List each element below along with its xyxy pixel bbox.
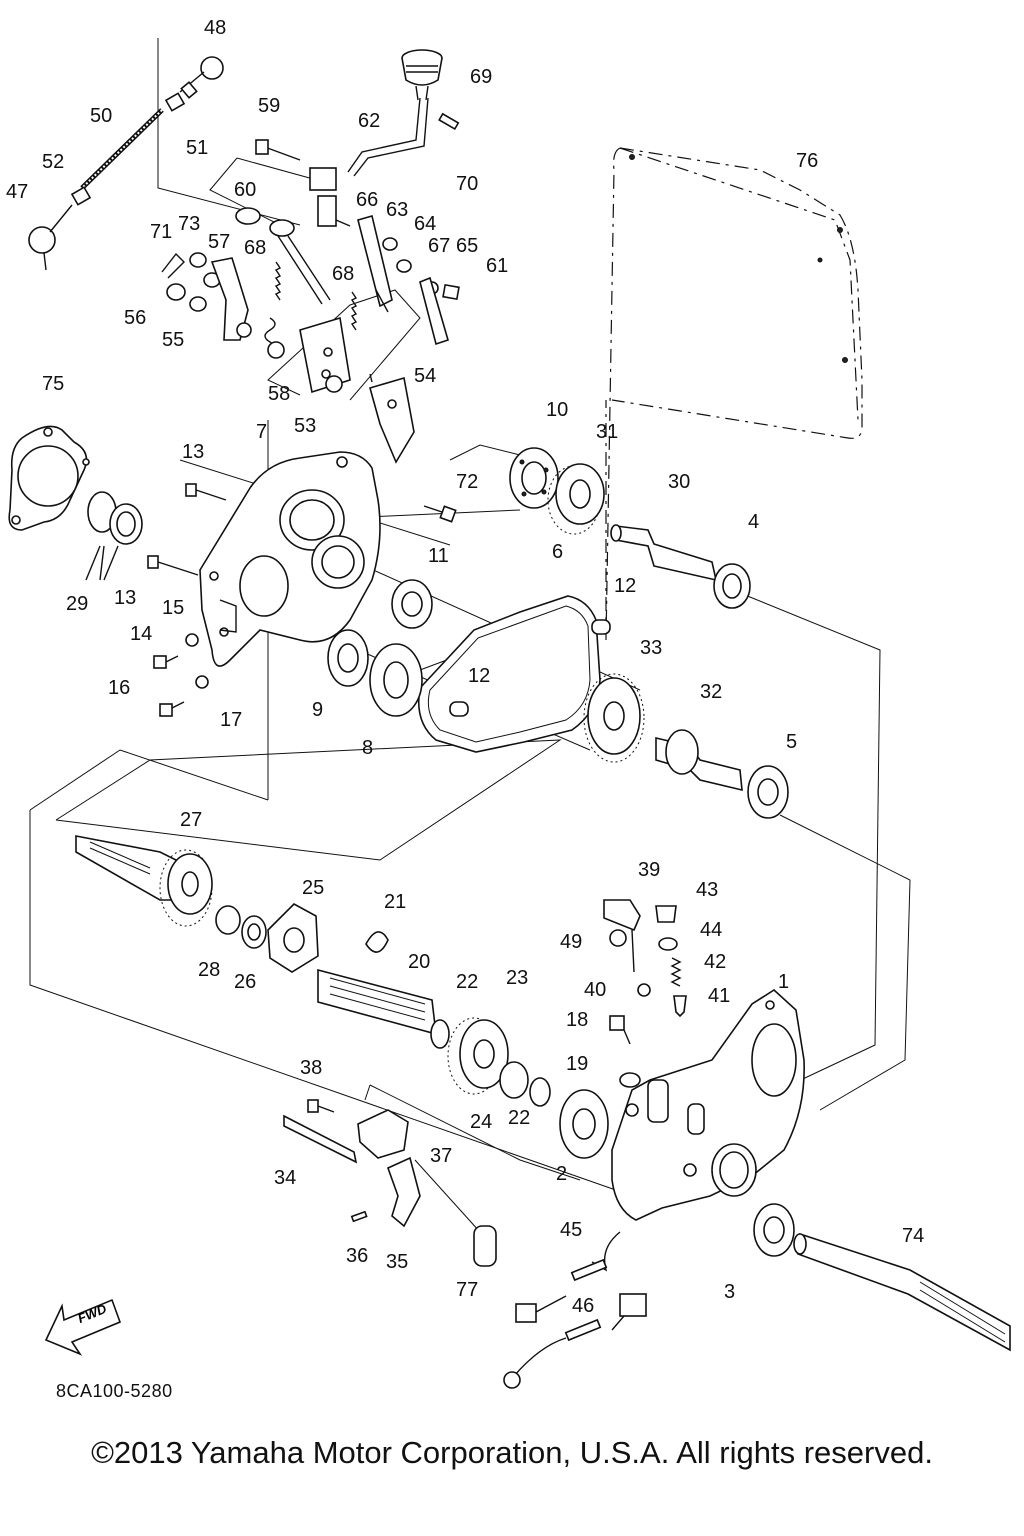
callout-label: 25	[302, 877, 324, 899]
upper-shaft-parts	[327, 447, 789, 819]
callout-label: 40	[584, 979, 606, 1001]
callout-label: 38	[300, 1057, 322, 1079]
callout-label: 65	[456, 235, 478, 257]
callout-numbers: 48 69 50 59 62 51 52 70 76 47 60 66 63 6…	[6, 17, 924, 1317]
callout-label: 36	[346, 1245, 368, 1267]
callout-label: 53	[294, 415, 316, 437]
callout-label: 48	[204, 17, 226, 39]
callout-label: 23	[506, 967, 528, 989]
callout-label: 50	[90, 105, 112, 127]
callout-label: 26	[234, 971, 256, 993]
callout-label: 70	[456, 173, 478, 195]
callout-label: 22	[508, 1107, 530, 1129]
callout-label: 56	[124, 307, 146, 329]
drawing-code: 8CA100-5280	[56, 1381, 173, 1401]
callout-label: 12	[468, 665, 490, 687]
callout-label: 29	[66, 593, 88, 615]
side-panel	[605, 147, 863, 641]
callout-label: 60	[234, 179, 256, 201]
callout-label: 10	[546, 399, 568, 421]
callout-label: 66	[356, 189, 378, 211]
callout-label: 11	[428, 545, 449, 567]
callout-label: 64	[414, 213, 436, 235]
callout-label: 62	[358, 110, 380, 132]
callout-label: 17	[220, 709, 242, 731]
callout-label: 69	[470, 66, 492, 88]
callout-label: 49	[560, 931, 582, 953]
callout-label: 6	[552, 541, 563, 563]
callout-label: 13	[182, 441, 204, 463]
callout-label: 1	[778, 971, 789, 993]
callout-label: 15	[162, 597, 184, 619]
shift-linkage	[28, 49, 460, 464]
callout-label: 18	[566, 1009, 588, 1031]
callout-label: 44	[700, 919, 722, 941]
callout-label: 32	[700, 681, 722, 703]
callout-label: 52	[42, 151, 64, 173]
callout-label: 67	[428, 235, 450, 257]
callout-label: 63	[386, 199, 408, 221]
callout-label: 37	[430, 1145, 452, 1167]
fwd-arrow	[44, 1298, 122, 1356]
callout-label: 8	[362, 737, 373, 759]
callout-label: 75	[42, 373, 64, 395]
callout-label: 16	[108, 677, 130, 699]
callout-label: 71	[150, 221, 172, 243]
callout-label: 46	[572, 1295, 594, 1317]
callout-label: 27	[180, 809, 202, 831]
main-case	[503, 899, 1011, 1389]
callout-label: 55	[162, 329, 184, 351]
callout-label: 3	[724, 1281, 735, 1303]
callout-label: 43	[696, 879, 718, 901]
callout-label: 42	[704, 951, 726, 973]
callout-label: 35	[386, 1251, 408, 1273]
lower-shaft-parts	[75, 835, 609, 1267]
callout-label: 34	[274, 1167, 296, 1189]
callout-label: 51	[186, 137, 208, 159]
callout-label: 22	[456, 971, 478, 993]
callout-label: 2	[556, 1163, 567, 1185]
callout-label: 74	[902, 1225, 924, 1247]
callout-label: 7	[256, 421, 267, 443]
callout-label: 30	[668, 471, 690, 493]
copyright-notice: ©2013 Yamaha Motor Corporation, U.S.A. A…	[91, 1435, 933, 1470]
callout-label: 59	[258, 95, 280, 117]
case-cover	[147, 451, 457, 717]
gasket-and-seals	[8, 425, 143, 581]
callout-label: 61	[486, 255, 508, 277]
callout-label: 4	[748, 511, 759, 533]
callout-label: 77	[456, 1279, 478, 1301]
callout-label: 24	[470, 1111, 492, 1133]
exploded-parts-diagram: 48 69 50 59 62 51 52 70 76 47 60 66 63 6…	[6, 17, 1011, 1389]
callout-label: 68	[332, 263, 354, 285]
callout-label: 39	[638, 859, 660, 881]
callout-label: 20	[408, 951, 430, 973]
callout-label: 33	[640, 637, 662, 659]
callout-label: 47	[6, 181, 28, 203]
callout-label: 13	[114, 587, 136, 609]
callout-label: 19	[566, 1053, 588, 1075]
callout-label: 76	[796, 150, 818, 172]
callout-label: 58	[268, 383, 290, 405]
callout-label: 72	[456, 471, 478, 493]
callout-label: 12	[614, 575, 636, 597]
callout-label: 45	[560, 1219, 582, 1241]
callout-label: 73	[178, 213, 200, 235]
callout-label: 54	[414, 365, 436, 387]
callout-label: 31	[596, 421, 618, 443]
callout-label: 57	[208, 231, 230, 253]
callout-label: 14	[130, 623, 152, 645]
callout-label: 9	[312, 699, 323, 721]
callout-label: 28	[198, 959, 220, 981]
callout-label: 68	[244, 237, 266, 259]
callout-label: 21	[384, 891, 406, 913]
callout-label: 41	[708, 985, 730, 1007]
callout-label: 5	[786, 731, 797, 753]
